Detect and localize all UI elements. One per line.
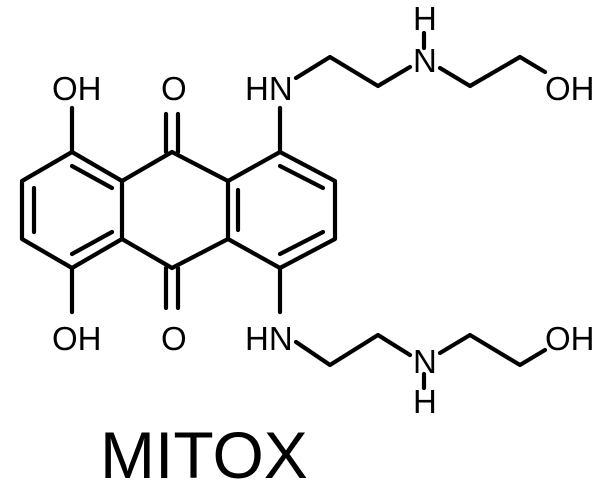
right-ring xyxy=(225,149,338,271)
carbonyl-bonds xyxy=(163,111,181,311)
top-side-chain xyxy=(277,30,548,155)
left-ring xyxy=(19,149,125,271)
carbonyl-oxygen-label-bottom: O xyxy=(161,320,187,357)
amine-label-top: HN xyxy=(245,70,293,107)
amine-hydrogen-label-bottom: H xyxy=(413,383,437,420)
hydroxyl-label-top-left: OH xyxy=(52,70,102,107)
amine-nitrogen-label-bottom: N xyxy=(413,343,437,380)
molecule-caption: MITOX xyxy=(100,418,308,487)
amine-nitrogen-label-top: N xyxy=(413,42,437,79)
amine-label-bottom: HN xyxy=(245,320,293,357)
hydroxyl-label-bottom-left: OH xyxy=(52,320,102,357)
central-ring xyxy=(119,149,231,271)
bottom-side-chain xyxy=(277,265,548,391)
hydroxyl-label-bottom-right: OH xyxy=(545,320,595,357)
hydroxyl-label-top-right: OH xyxy=(545,70,595,107)
amine-hydrogen-label-top: H xyxy=(413,0,437,37)
carbonyl-oxygen-label-top: O xyxy=(161,70,187,107)
